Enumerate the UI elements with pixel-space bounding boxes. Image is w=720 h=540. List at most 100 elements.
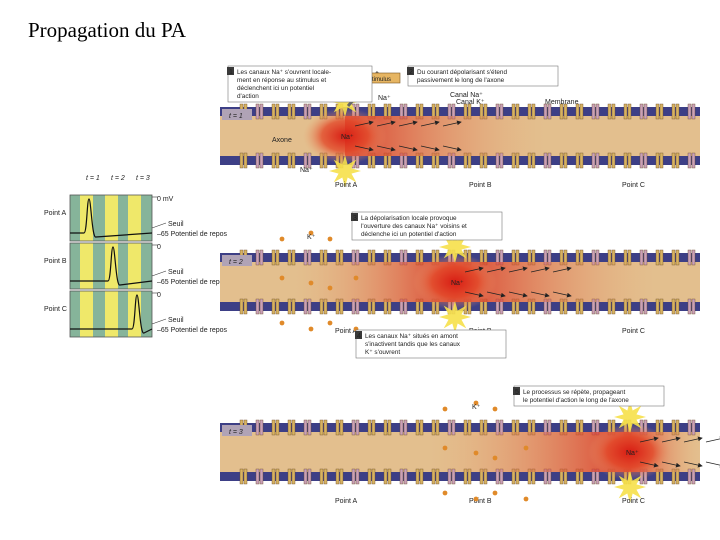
point-b-label: Point B <box>469 182 492 189</box>
potassium-ion <box>308 230 314 236</box>
current-arrow <box>420 145 440 152</box>
ion-channel <box>303 419 308 436</box>
callout-text-line: l'ouverture des canaux Na⁺ voisins et <box>361 223 467 230</box>
callout-text-line: déclenchent ici un potentiel <box>237 85 314 92</box>
potassium-ion <box>473 496 479 502</box>
ion-channel <box>639 103 644 120</box>
callout-number: 1 <box>229 69 233 76</box>
ion-channel <box>259 103 264 120</box>
ion-channel <box>655 152 660 169</box>
ion-channel <box>355 468 360 485</box>
trace-resting-label: –65 Potentiel de repos <box>157 327 228 334</box>
current-arrow <box>442 145 462 152</box>
membrane-top <box>220 423 700 432</box>
potassium-ion <box>308 326 314 332</box>
ion-channel <box>319 419 324 436</box>
trace-resting-label: –65 Potentiel de repos <box>157 231 228 238</box>
ion-channel <box>687 103 692 120</box>
ion-channel <box>259 249 264 266</box>
ion-channel <box>611 152 616 169</box>
depolarization-zone <box>588 424 672 480</box>
trace-time-band <box>80 291 93 337</box>
callout-text-line: La dépolarisation locale provoque <box>361 215 457 222</box>
ion-channel <box>271 468 276 485</box>
ion-channel <box>319 468 324 485</box>
potassium-ion <box>442 406 448 412</box>
ion-channel <box>611 103 616 120</box>
membrane-label: Membrane <box>545 99 579 106</box>
ion-channel <box>607 103 612 120</box>
ion-channel <box>323 468 328 485</box>
current-arrow <box>376 145 396 152</box>
current-arrow <box>683 461 703 468</box>
starburst <box>614 471 646 503</box>
sodium-ion-label: Na⁺ <box>300 167 313 174</box>
current-arrow <box>705 461 720 468</box>
ion-channel <box>595 103 600 120</box>
ion-channel <box>403 468 408 485</box>
potassium-ion <box>327 320 333 326</box>
trace-time-label: t = 3 <box>136 175 150 182</box>
point-a-label: Point A <box>335 328 358 335</box>
ion-channel <box>275 419 280 436</box>
membrane-top <box>220 107 700 116</box>
potassium-ion <box>308 280 314 286</box>
callout-number-badge <box>355 331 362 339</box>
ion-channel <box>659 103 664 120</box>
ion-channel <box>291 468 296 485</box>
callout-number: 5 <box>515 389 519 396</box>
callout-number-badge <box>227 67 234 75</box>
ion-channel <box>335 419 340 436</box>
trace-panel-frame <box>69 194 153 242</box>
ion-channel <box>243 468 248 485</box>
current-arrow <box>376 120 396 127</box>
callout-text-line: s'inactivent tandis que les canaux <box>365 341 461 348</box>
sodium-ion-label: Na⁺ <box>451 280 464 287</box>
trace-time-label: t = 2 <box>111 175 125 182</box>
ion-channel <box>399 419 404 436</box>
potassium-ion <box>473 400 479 406</box>
ion-channel <box>259 419 264 436</box>
trace-point-label: Point A <box>44 210 67 217</box>
starburst <box>439 301 471 333</box>
membrane-bottom <box>220 156 700 165</box>
ion-channel <box>275 468 280 485</box>
callout-number: 3 <box>353 215 357 222</box>
current-arrow <box>508 291 528 298</box>
ion-channel <box>243 152 248 169</box>
membrane-bottom <box>220 472 700 481</box>
callout-text-line: Les canaux Na⁺ situés en amont <box>365 333 458 340</box>
threshold-leader <box>151 222 167 229</box>
ion-channel <box>259 468 264 485</box>
trace-panel-frame <box>69 242 153 290</box>
ion-channel <box>275 298 280 315</box>
current-arrow <box>486 266 506 273</box>
potassium-channel-label: Canal K⁺ <box>456 99 485 106</box>
potassium-ion <box>279 320 285 326</box>
ion-channel <box>271 298 276 315</box>
callout-number: 2 <box>409 69 413 76</box>
ion-channel <box>287 152 292 169</box>
ion-channel <box>367 468 372 485</box>
ion-channel <box>291 298 296 315</box>
potassium-ion <box>523 445 529 451</box>
time-tag-background <box>222 255 252 266</box>
ion-channel <box>255 152 260 169</box>
action-potential-trace <box>70 246 153 286</box>
potassium-ion <box>523 496 529 502</box>
sodium-ion-label: Na⁺ <box>626 450 639 457</box>
point-a-label: Point A <box>335 182 358 189</box>
ion-channel <box>419 468 424 485</box>
ion-channel <box>579 103 584 120</box>
trace-time-band <box>128 195 141 241</box>
ion-channel <box>307 419 312 436</box>
ion-channel <box>387 468 392 485</box>
current-arrow <box>354 145 374 152</box>
ion-channel <box>643 103 648 120</box>
current-arrow <box>639 461 659 468</box>
ion-channel <box>675 152 680 169</box>
ion-channel <box>287 103 292 120</box>
current-arrow <box>486 291 506 298</box>
time-tag-background <box>222 425 252 436</box>
ion-channel <box>271 103 276 120</box>
